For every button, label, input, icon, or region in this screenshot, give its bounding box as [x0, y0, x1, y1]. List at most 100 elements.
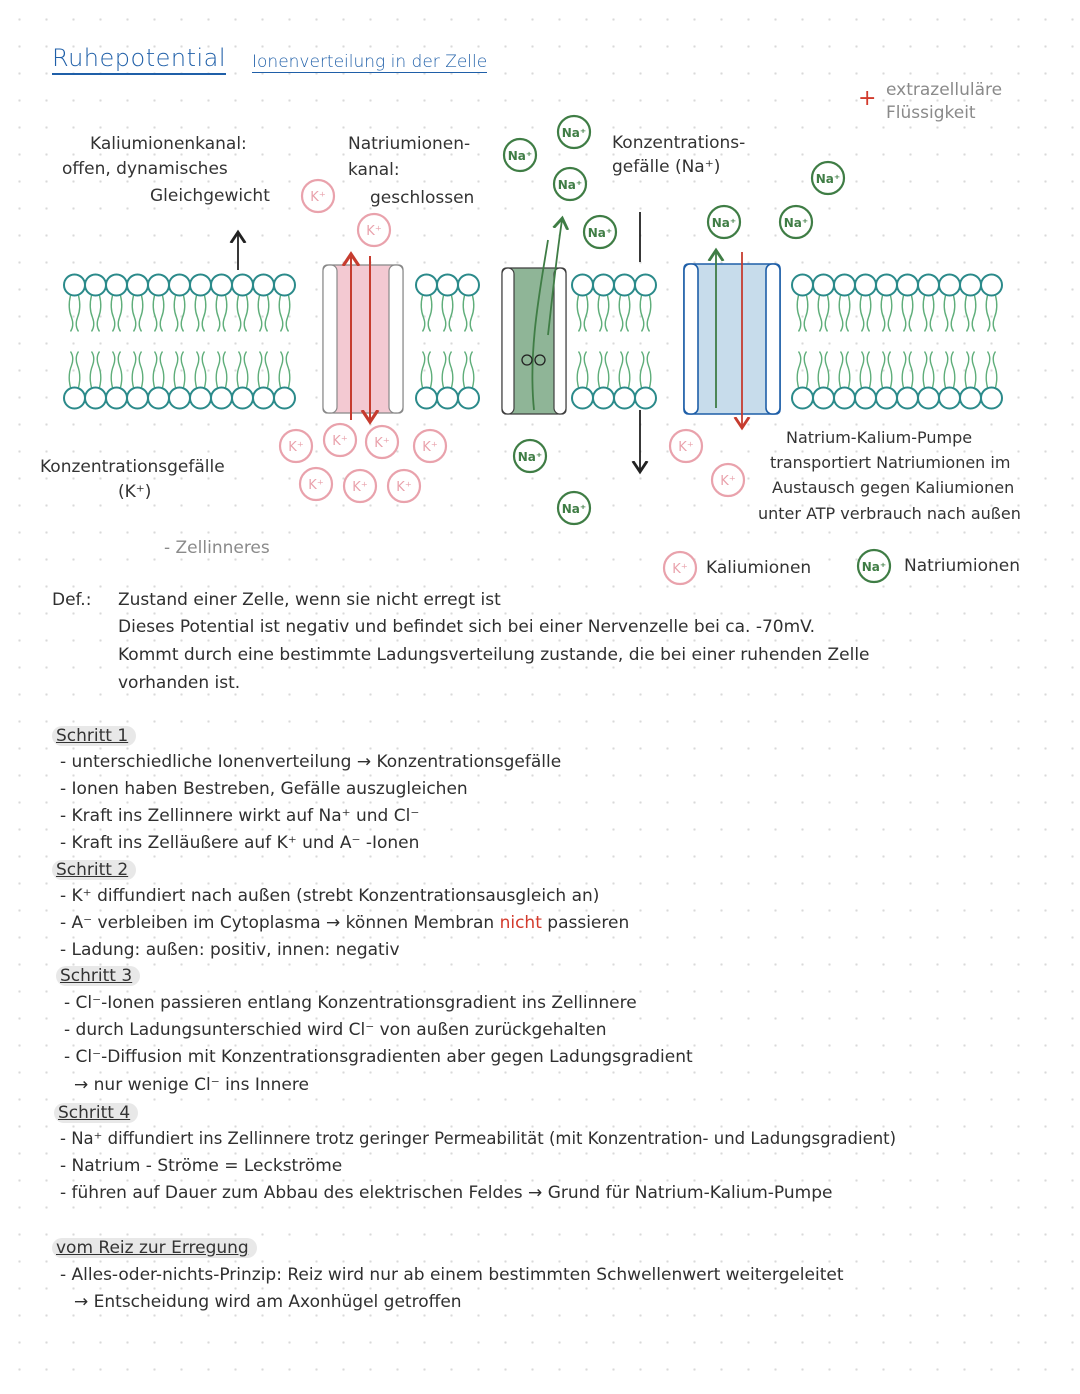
potassium-ion-icon: K⁺ [668, 428, 704, 464]
section-2-line-2: → Entscheidung wird am Axonhügel getroff… [74, 1292, 462, 1312]
phospholipid-bilayer [63, 273, 1003, 410]
potassium-ion-icon: K⁺ [322, 422, 358, 458]
sodium-ion-icon: Na⁺ [556, 114, 592, 150]
sodium-ion-icon: Na⁺ [556, 490, 592, 526]
step-1-line-4: - Kraft ins Zelläußere auf K⁺ und A⁻ -Io… [60, 833, 420, 853]
step-3-line-3: - Cl⁻-Diffusion mit Konzentrationsgradie… [64, 1047, 693, 1067]
svg-text:K⁺: K⁺ [310, 190, 325, 205]
sodium-ion-icon: Na⁺ [582, 214, 618, 250]
step-3-line-2: - durch Ladungsunterschied wird Cl⁻ von … [64, 1020, 607, 1040]
k-channel-label-3: Gleichgewicht [150, 186, 270, 206]
step-3-line-1: - Cl⁻-Ionen passieren entlang Konzentrat… [64, 993, 637, 1013]
svg-text:Na⁺: Na⁺ [816, 172, 840, 186]
potassium-ion-icon: K⁺ [356, 212, 392, 248]
na-channel-label-2: kanal: [348, 160, 400, 180]
section-2-line-1: - Alles-oder-nichts-Prinzip: Reiz wird n… [60, 1265, 844, 1285]
potassium-channel [322, 256, 404, 420]
definition-line-2: Dieses Potential ist negativ und befinde… [118, 617, 816, 637]
svg-text:Na⁺: Na⁺ [518, 450, 542, 464]
pump-label-1: Natrium-Kalium-Pumpe [786, 428, 973, 447]
svg-text:K⁺: K⁺ [422, 440, 437, 455]
step-2-red-word: nicht [499, 913, 542, 933]
pump-label-4: unter ATP verbrauch nach außen [758, 504, 1021, 523]
intracellular-label: - Zellinneres [164, 538, 270, 558]
svg-text:K⁺: K⁺ [332, 434, 347, 449]
potassium-ion-icon: K⁺ [364, 424, 400, 460]
step-4-line-3: - führen auf Dauer zum Abbau des elektri… [60, 1183, 833, 1203]
page-title: Ruhepotential [52, 44, 227, 75]
svg-text:Na⁺: Na⁺ [562, 126, 586, 140]
definition-line-3: Kommt durch eine bestimmte Ladungsvertei… [118, 645, 870, 665]
extracellular-label-1: extrazelluläre [886, 80, 1003, 100]
sodium-ion-icon: Na⁺ [778, 204, 814, 240]
step-3-line-4: → nur wenige Cl⁻ ins Innere [74, 1075, 309, 1095]
step-3-label: Schritt 3 [56, 966, 141, 986]
step-4-line-2: - Natrium - Ströme = Leckströme [60, 1156, 343, 1176]
step-1-label: Schritt 1 [52, 726, 137, 746]
svg-text:Na⁺: Na⁺ [862, 560, 886, 574]
extracellular-label-2: Flüssigkeit [886, 103, 976, 123]
step-2-label: Schritt 2 [52, 860, 137, 880]
definition-line-1: Zustand einer Zelle, wenn sie nicht erre… [118, 590, 501, 610]
svg-text:K⁺: K⁺ [720, 474, 735, 489]
legend-k-label: Kaliumionen [706, 558, 812, 578]
pump-label-2: transportiert Natriumionen im [770, 453, 1011, 472]
na-gradient-label-2: gefälle (Na⁺) [612, 157, 721, 177]
step-2-line-2-text: - A⁻ verbleiben im Cytoplasma → können M… [60, 913, 495, 933]
membrane-diagram: K⁺ K⁺ K⁺ K⁺ K⁺ K⁺ K⁺ K⁺ K⁺ K⁺ K⁺ K⁺ Na⁺ Na⁺ Na⁺ Na⁺ Na⁺ N… [63, 114, 1003, 586]
sodium-ion-icon: Na⁺ [502, 137, 538, 173]
step-2-line-3: - Ladung: außen: positiv, innen: negativ [60, 940, 400, 960]
legend-sodium-icon: Na⁺ [856, 548, 892, 584]
step-4-line-1: - Na⁺ diffundiert ins Zellinnere trotz g… [60, 1129, 897, 1148]
step-1-line-1: - unterschiedliche Ionenverteilung → Kon… [60, 752, 562, 772]
svg-text:Na⁺: Na⁺ [558, 178, 582, 192]
step-2-line-2: - A⁻ verbleiben im Cytoplasma → können M… [60, 913, 629, 933]
step-4-label: Schritt 4 [54, 1103, 139, 1123]
definition-prefix: Def.: [52, 590, 92, 610]
svg-text:K⁺: K⁺ [352, 480, 367, 495]
svg-text:K⁺: K⁺ [308, 478, 323, 493]
legend-potassium-icon: K⁺ [662, 550, 698, 586]
k-gradient-label-2: (K⁺) [118, 482, 152, 502]
sodium-potassium-pump [683, 252, 781, 426]
potassium-ion-icon: K⁺ [300, 178, 336, 214]
svg-text:K⁺: K⁺ [366, 224, 381, 239]
svg-text:K⁺: K⁺ [288, 440, 303, 455]
svg-text:Na⁺: Na⁺ [508, 149, 532, 163]
potassium-ion-icon: K⁺ [710, 462, 746, 498]
na-channel-label-1: Natriumionen- [348, 134, 471, 154]
svg-text:K⁺: K⁺ [396, 480, 411, 495]
step-1-line-3: - Kraft ins Zellinnere wirkt auf Na⁺ und… [60, 806, 420, 826]
na-channel-label-3: geschlossen [370, 188, 475, 208]
svg-text:K⁺: K⁺ [374, 436, 389, 451]
sodium-ion-icon: Na⁺ [552, 166, 588, 202]
step-1-line-2: - Ionen haben Bestreben, Gefälle auszugl… [60, 779, 468, 799]
potassium-ion-icon: K⁺ [412, 428, 448, 464]
sodium-channel [501, 220, 566, 415]
potassium-ion-icon: K⁺ [342, 468, 378, 504]
legend-na-label: Natriumionen [904, 556, 1020, 576]
potassium-ion-icon: K⁺ [386, 468, 422, 504]
k-channel-label-2: offen, dynamisches [62, 159, 228, 179]
section-2-heading: vom Reiz zur Erregung [52, 1238, 257, 1258]
potassium-ion-icon: K⁺ [278, 428, 314, 464]
k-gradient-label-1: Konzentrationsgefälle [40, 457, 225, 477]
sodium-ion-icon: Na⁺ [512, 438, 548, 474]
svg-text:Na⁺: Na⁺ [712, 216, 736, 230]
page-subtitle: Ionenverteilung in der Zelle [252, 52, 488, 73]
potassium-ion-icon: K⁺ [298, 466, 334, 502]
na-gradient-label-1: Konzentrations- [612, 133, 746, 153]
step-2-after-red: passieren [547, 913, 630, 933]
definition-line-4: vorhanden ist. [118, 673, 241, 693]
plus-sign: + [858, 86, 877, 111]
sodium-ion-icon: Na⁺ [810, 160, 846, 196]
step-2-line-1: - K⁺ diffundiert nach außen (strebt Konz… [60, 886, 600, 906]
pump-label-3: Austausch gegen Kaliumionen [772, 478, 1015, 497]
svg-text:Na⁺: Na⁺ [588, 226, 612, 240]
svg-text:K⁺: K⁺ [678, 440, 693, 455]
svg-text:K⁺: K⁺ [672, 562, 687, 577]
sodium-ion-icon: Na⁺ [706, 204, 742, 240]
svg-text:Na⁺: Na⁺ [562, 502, 586, 516]
svg-text:Na⁺: Na⁺ [784, 216, 808, 230]
k-channel-label-1: Kaliumionenkanal: [90, 134, 247, 154]
